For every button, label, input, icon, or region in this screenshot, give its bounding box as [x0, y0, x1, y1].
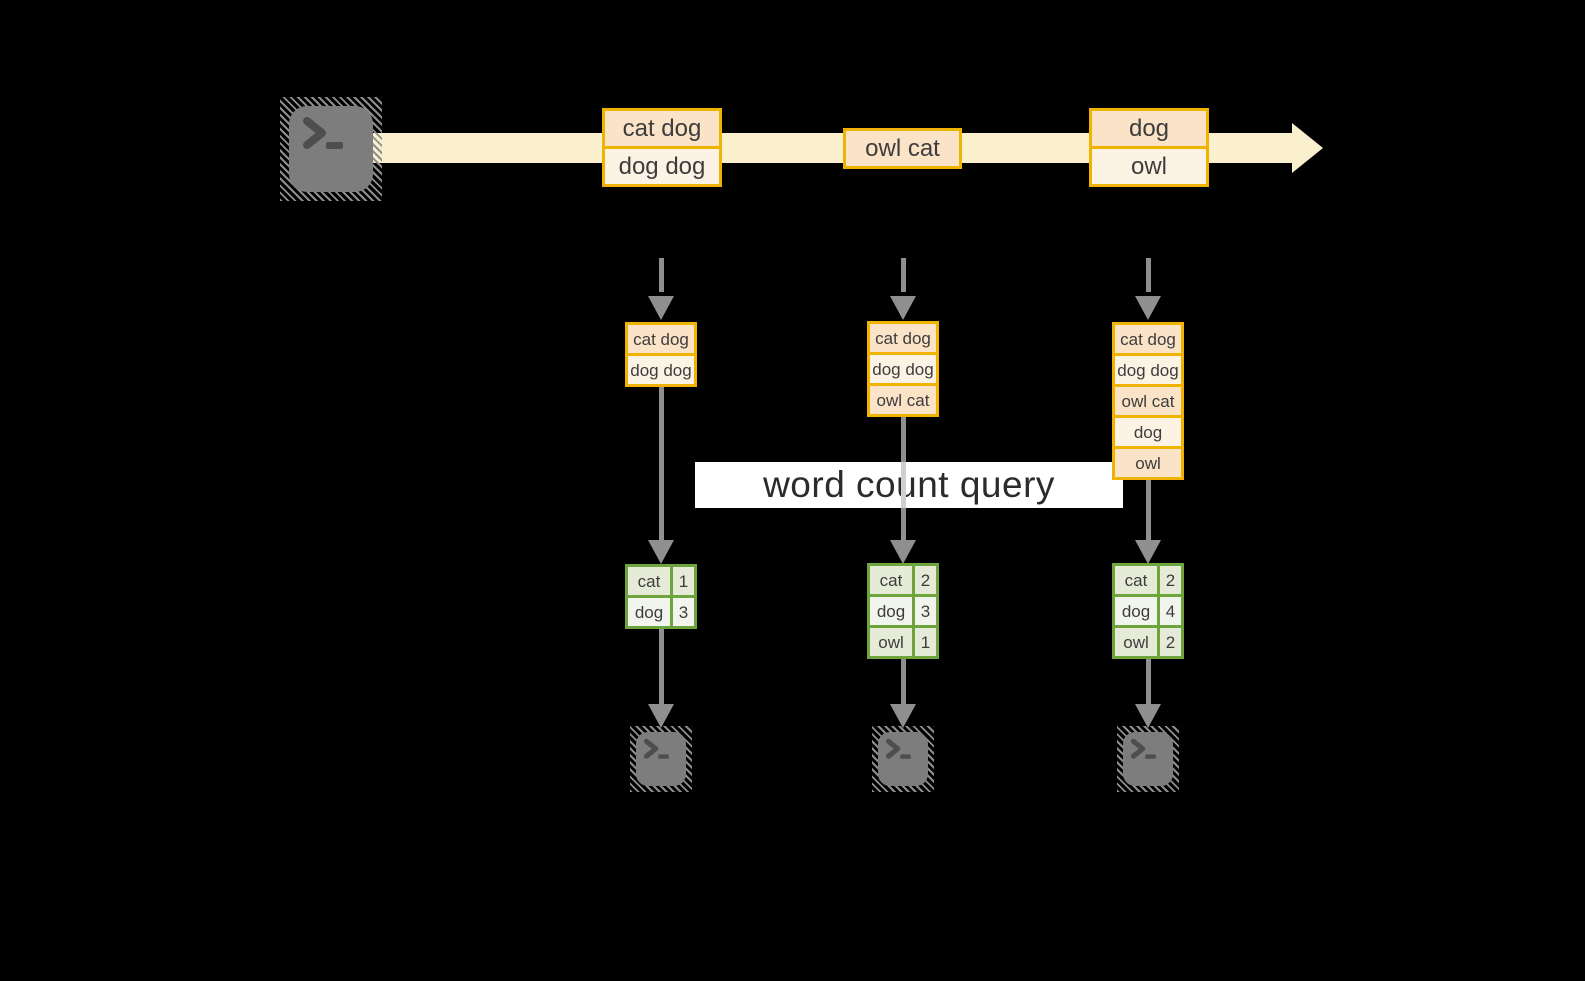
sink-terminal-icon [872, 726, 934, 792]
sink-line [1145, 659, 1151, 704]
stream-record: dog [1092, 111, 1206, 146]
word-cell: dog [628, 598, 670, 626]
stream-batch-3: dog owl [1089, 108, 1209, 187]
window-dashed-line [658, 258, 664, 292]
query-line [658, 387, 664, 540]
terminal-prompt-icon [303, 117, 343, 149]
terminal-screen [878, 732, 928, 786]
accumulated-records-3: cat dog dog dog owl cat dog owl [1112, 322, 1184, 480]
sink-line [900, 659, 906, 704]
record: dog dog [628, 353, 694, 384]
count-cell: 3 [670, 598, 694, 626]
window-arrowhead-icon [1135, 296, 1161, 320]
window-dashed-line [900, 258, 906, 292]
terminal-prompt-icon [885, 738, 911, 759]
count-cell: 3 [912, 597, 936, 625]
query-arrowhead-icon [648, 540, 674, 564]
word-cell: owl [870, 628, 912, 656]
stream-record: cat dog [605, 111, 719, 146]
sink-arrowhead-icon [1135, 704, 1161, 728]
count-cell: 2 [1157, 628, 1181, 656]
word-cell: cat [628, 567, 670, 595]
sink-line [658, 629, 664, 704]
count-cell: 2 [912, 566, 936, 594]
count-row: cat 2 [870, 566, 936, 594]
query-label-band: word count query [695, 462, 1123, 508]
terminal-screen [636, 732, 686, 786]
count-row: cat 1 [628, 567, 694, 595]
record: owl [1115, 446, 1181, 477]
word-cell: dog [1115, 597, 1157, 625]
word-cell: cat [1115, 566, 1157, 594]
word-cell: dog [870, 597, 912, 625]
record: dog [1115, 415, 1181, 446]
sink-arrowhead-icon [648, 704, 674, 728]
query-line-over-band [900, 462, 906, 508]
record: cat dog [870, 324, 936, 352]
count-cell: 2 [1157, 566, 1181, 594]
source-terminal-icon [280, 97, 382, 201]
count-cell: 1 [912, 628, 936, 656]
terminal-screen [1123, 732, 1173, 786]
accumulated-records-1: cat dog dog dog [625, 322, 697, 387]
record: owl cat [870, 383, 936, 414]
sink-terminal-icon [630, 726, 692, 792]
accumulated-records-2: cat dog dog dog owl cat [867, 321, 939, 417]
stream-batch-1: cat dog dog dog [602, 108, 722, 187]
stream-batch-2: owl cat [843, 128, 962, 169]
record: cat dog [1115, 325, 1181, 353]
query-arrowhead-icon [890, 540, 916, 564]
window-arrowhead-icon [890, 296, 916, 320]
stream-record: owl cat [846, 131, 959, 166]
terminal-prompt-icon [643, 738, 669, 759]
count-row: cat 2 [1115, 566, 1181, 594]
count-cell: 4 [1157, 597, 1181, 625]
sink-arrowhead-icon [890, 704, 916, 728]
stream-arrowhead-icon [1292, 123, 1323, 173]
count-row: dog 3 [870, 594, 936, 625]
sink-terminal-icon [1117, 726, 1179, 792]
window-dashed-line [1145, 258, 1151, 292]
query-line [1145, 480, 1151, 540]
word-cell: cat [870, 566, 912, 594]
record: cat dog [628, 325, 694, 353]
window-arrowhead-icon [648, 296, 674, 320]
stream-record: owl [1092, 146, 1206, 184]
count-row: owl 1 [870, 625, 936, 656]
word-cell: owl [1115, 628, 1157, 656]
count-row: owl 2 [1115, 625, 1181, 656]
record: dog dog [870, 352, 936, 383]
query-label: word count query [763, 464, 1055, 505]
count-table-3: cat 2 dog 4 owl 2 [1112, 563, 1184, 659]
stream-record: dog dog [605, 146, 719, 184]
count-cell: 1 [670, 567, 694, 595]
count-table-2: cat 2 dog 3 owl 1 [867, 563, 939, 659]
count-row: dog 3 [628, 595, 694, 626]
record: dog dog [1115, 353, 1181, 384]
terminal-prompt-icon [1130, 738, 1156, 759]
query-arrowhead-icon [1135, 540, 1161, 564]
count-row: dog 4 [1115, 594, 1181, 625]
terminal-screen [289, 106, 373, 192]
count-table-1: cat 1 dog 3 [625, 564, 697, 629]
record: owl cat [1115, 384, 1181, 415]
